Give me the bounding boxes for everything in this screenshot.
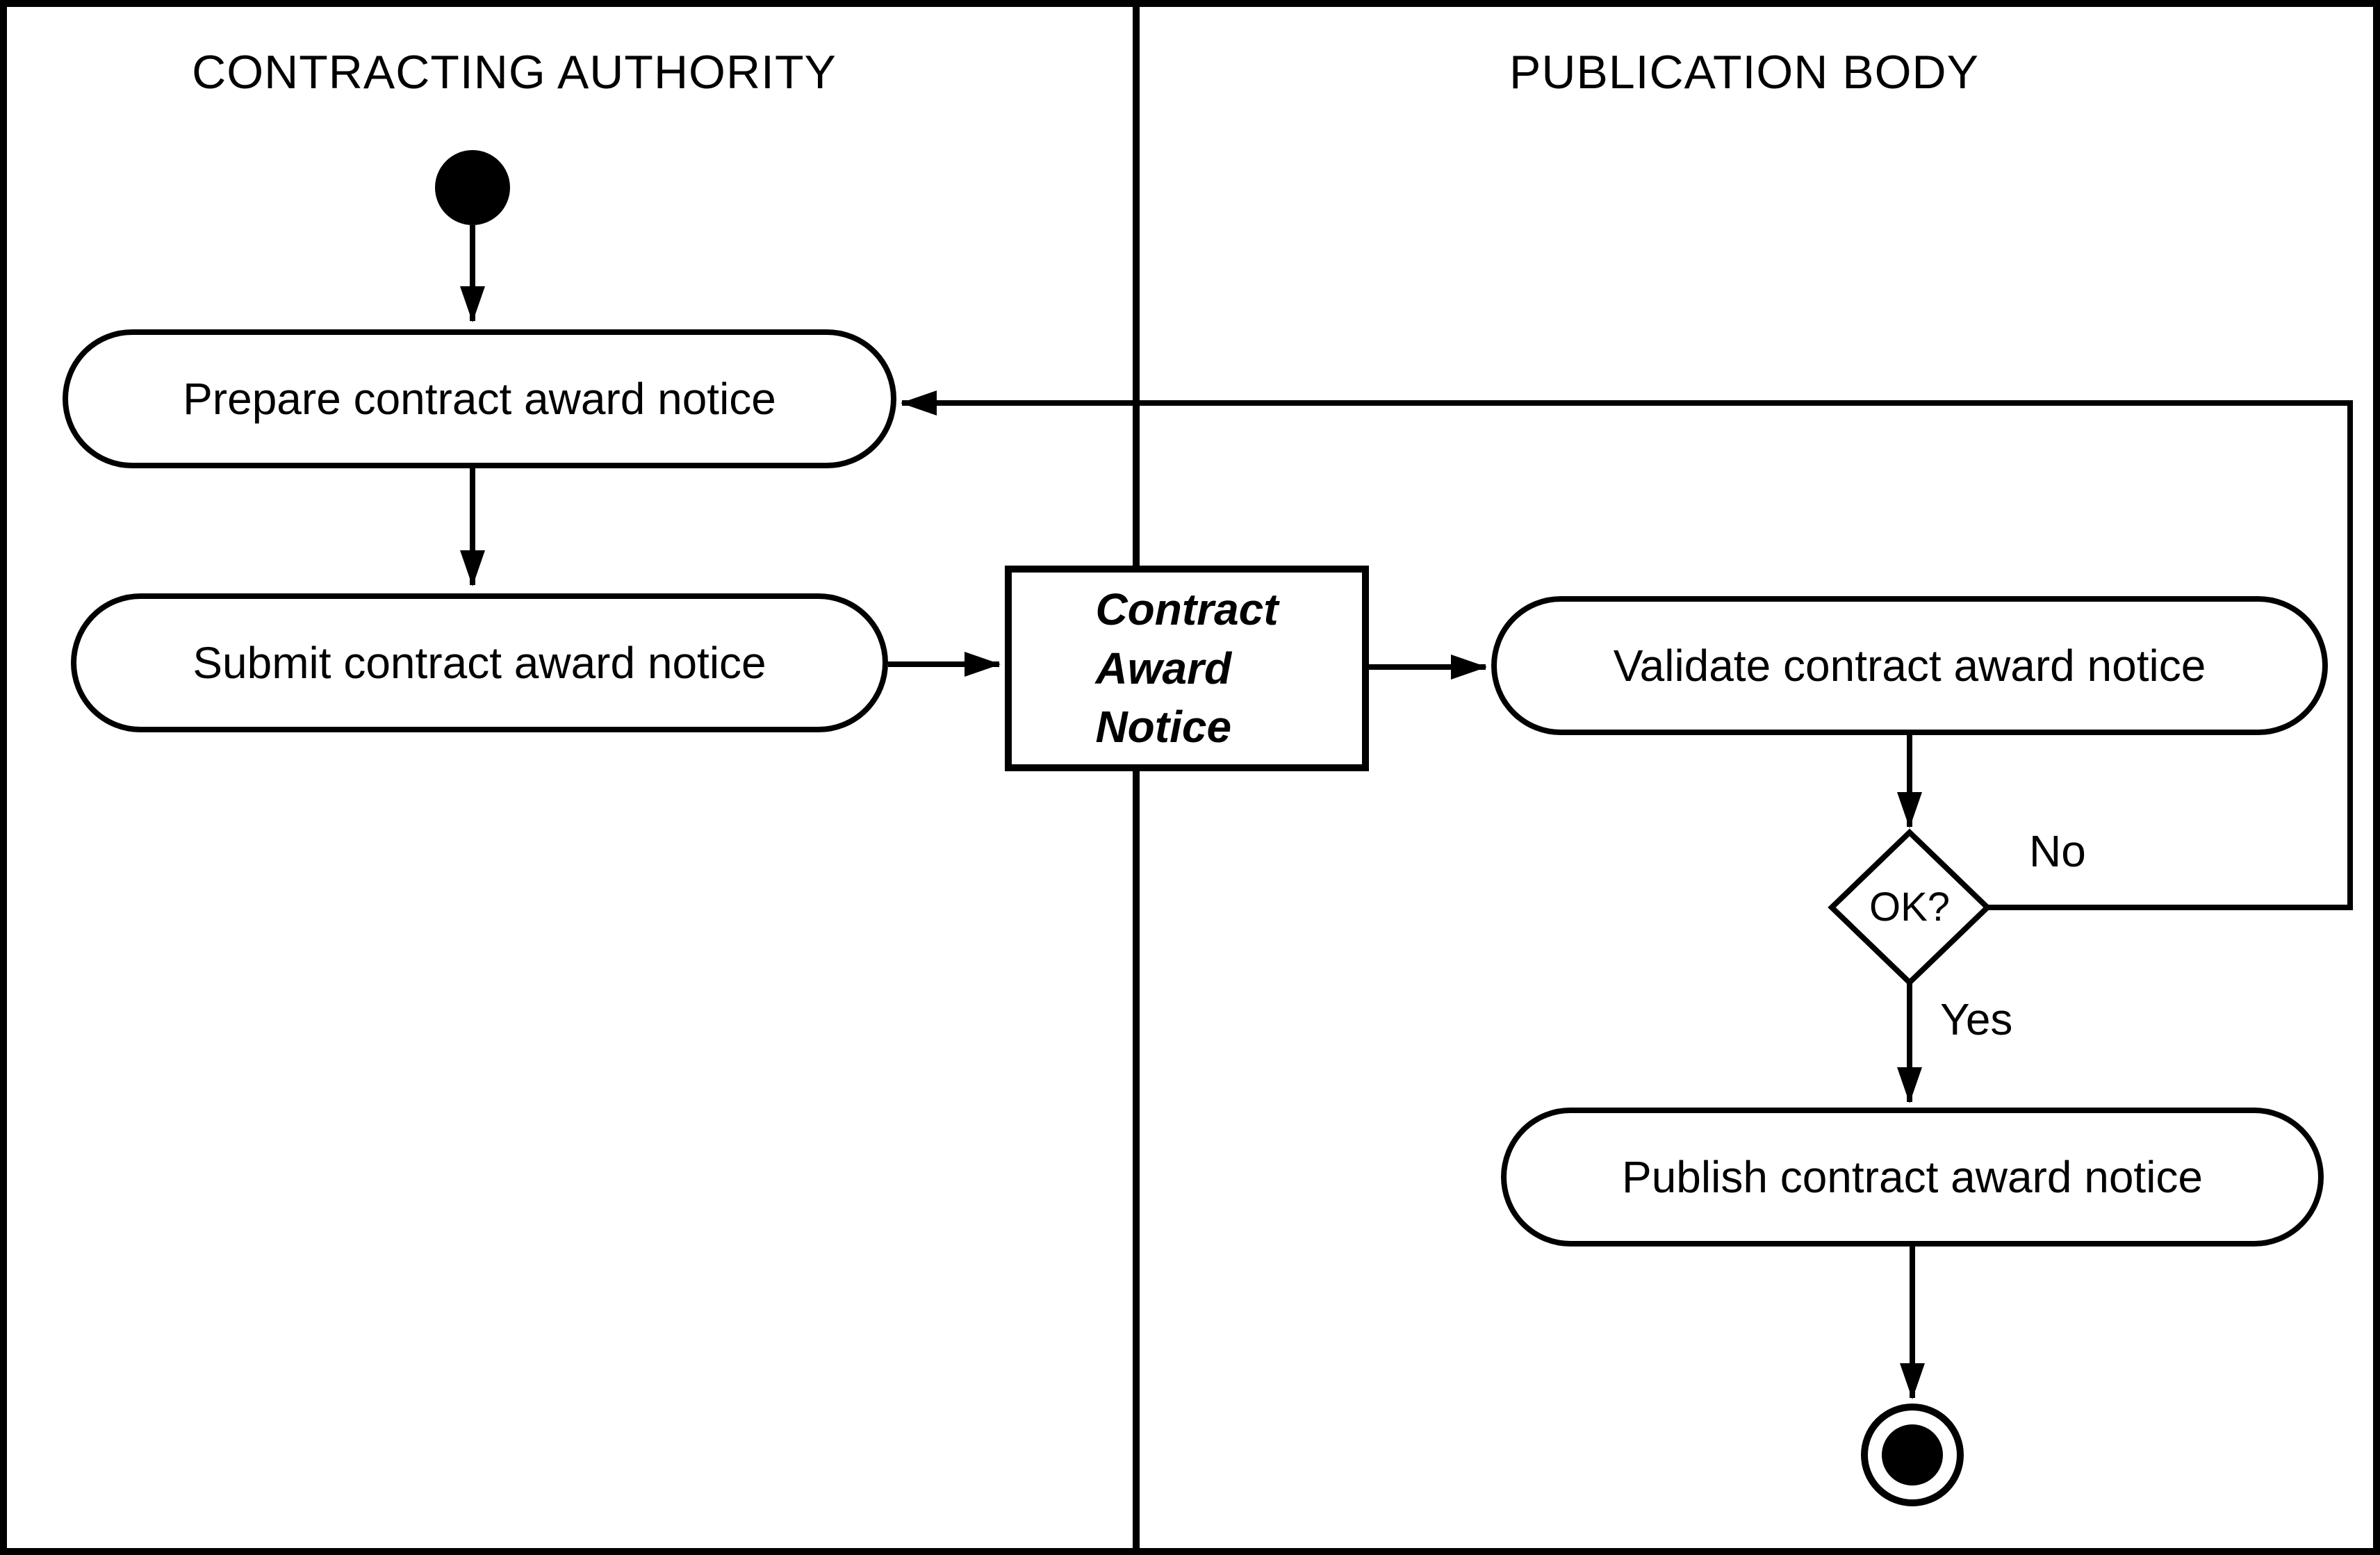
edge-label-no: No xyxy=(2029,826,2086,876)
edges-layer xyxy=(460,225,2353,1399)
action-publish-notice: Publish contract award notice xyxy=(1501,1108,2324,1247)
edge-decision-no-to-prepare xyxy=(901,390,2353,910)
lane-title-publication-body: PUBLICATION BODY xyxy=(1509,46,1979,99)
action-submit-notice: Submit contract award notice xyxy=(71,593,888,732)
final-node xyxy=(1861,1404,1964,1506)
initial-node xyxy=(435,150,510,225)
action-prepare-notice: Prepare contract award notice xyxy=(63,329,896,468)
swimlane-divider xyxy=(1133,7,1140,1548)
decision-diamond xyxy=(1828,828,1992,987)
edge-label-yes: Yes xyxy=(1940,994,2013,1044)
decision-label: OK? xyxy=(1869,885,1951,930)
lane-title-contracting-authority: CONTRACTING AUTHORITY xyxy=(192,46,837,99)
object-line-2: Award xyxy=(1095,643,1232,693)
object-node-label: Contract Award Notice xyxy=(1095,580,1278,756)
object-contract-award-notice: Contract Award Notice xyxy=(1005,566,1369,771)
object-line-3: Notice xyxy=(1095,702,1232,752)
object-line-1: Contract xyxy=(1095,584,1279,635)
final-node-core xyxy=(1882,1424,1943,1486)
action-validate-notice: Validate contract award notice xyxy=(1491,596,2328,735)
